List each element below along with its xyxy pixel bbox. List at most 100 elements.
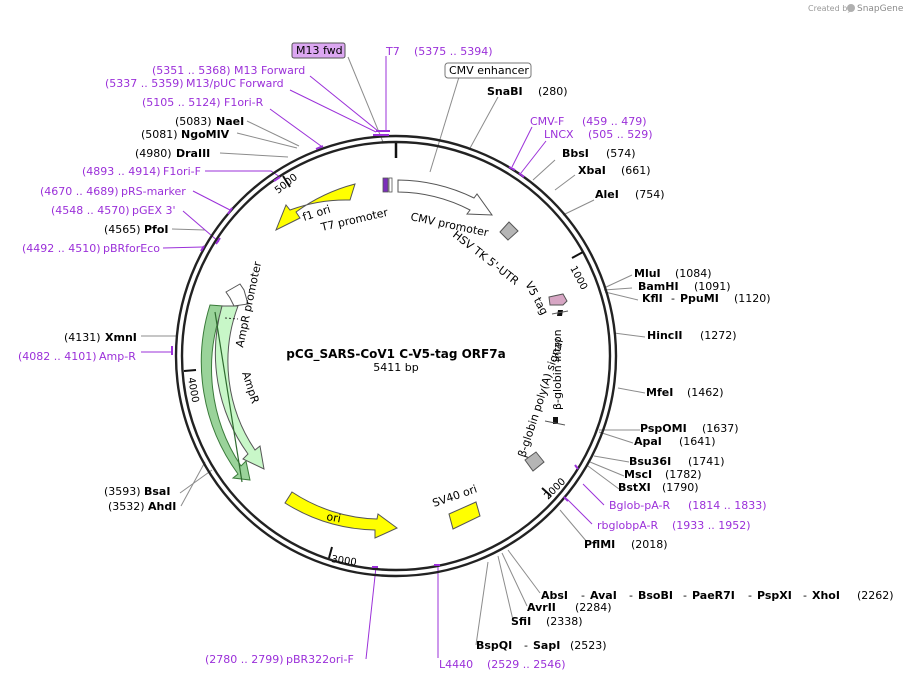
label-bglobin-intron: β-globin intron (551, 329, 564, 410)
plasmid-length: 5411 bp (373, 361, 418, 374)
enzyme-apai: ApaI (634, 435, 662, 448)
enzyme-avai: AvaI (590, 589, 617, 602)
snapgene-logo-icon (847, 4, 855, 12)
enzyme-naei: NaeI (216, 115, 244, 128)
primer-rbglobpar-pos: (1933 .. 1952) (672, 519, 751, 532)
enzyme-ahdi-pos: (3532) (108, 500, 145, 513)
enzyme-absi-sep5: - (803, 589, 807, 602)
enzyme-xbai-pos: (661) (621, 164, 651, 177)
primer-f1orir-name: F1ori-R (224, 96, 264, 109)
tick-4000: 4000 (185, 377, 200, 404)
enzyme-mfei-pos: (1462) (687, 386, 724, 399)
enzyme-sfii-pos: (2338) (546, 615, 583, 628)
enzyme-xbai: XbaI (578, 164, 606, 177)
enzyme-absi-sep1: - (581, 589, 585, 602)
enzyme-sapi: SapI (533, 639, 560, 652)
scale-ticks (183, 175, 584, 559)
enzyme-absi: AbsI (541, 589, 568, 602)
enzyme-xmni: XmnI (105, 331, 137, 344)
enzyme-bspqi-sep: - (524, 639, 528, 652)
enzyme-sfii: SfiI (511, 615, 531, 628)
enzyme-bsai-pos: (3593) (104, 485, 141, 498)
primer-bglobpar-name: Bglob-pA-R (609, 499, 671, 512)
enzyme-mfei: MfeI (646, 386, 673, 399)
primer-cmvf-pos: (459 .. 479) (582, 115, 647, 128)
primer-pbr322orif-pos: (2780 .. 2799) (205, 653, 284, 666)
enzyme-bsu36i-pos: (1741) (688, 455, 725, 468)
enzyme-absi-sep4: - (748, 589, 752, 602)
primer-l4440-name: L4440 (439, 658, 473, 671)
enzyme-absi-pos: (2262) (857, 589, 894, 602)
primer-rbglobpar-name: rbglobpA-R (597, 519, 658, 532)
intron-line (544, 420, 566, 426)
primer-marks (171, 130, 579, 568)
enzyme-bspqi: BspQI (476, 639, 512, 652)
v5-tag-line (551, 310, 569, 315)
v5-tag-block (548, 293, 568, 306)
enzyme-pspomi: PspOMI (640, 422, 687, 435)
feature-cmv-enhancer: CMV enhancer (449, 64, 529, 77)
enzyme-bamhi-pos: (1091) (694, 280, 731, 293)
primer-cmvf-name: CMV-F (530, 115, 564, 128)
enzyme-apai-pos: (1641) (679, 435, 716, 448)
ori-arrow (284, 491, 398, 539)
label-leader-lines (141, 56, 646, 646)
label-ori: ori (325, 510, 341, 525)
enzyme-kfli: KflI (642, 292, 663, 305)
enzyme-snabi: SnaBI (487, 85, 523, 98)
t7-promoter-mark (382, 177, 389, 193)
f1-ori-arrow (275, 183, 356, 232)
enzyme-pspomi-pos: (1637) (702, 422, 739, 435)
primer-t7-name: T7 (385, 45, 400, 58)
primer-pbrforeco-pos: (4492 .. 4510) (22, 242, 101, 255)
primer-prsmarker-pos: (4670 .. 4689) (40, 185, 119, 198)
enzyme-naei-pos: (5083) (175, 115, 212, 128)
m13-fwd-box (291, 42, 346, 59)
primer-f1orif-pos: (4893 .. 4914) (82, 165, 161, 178)
primer-t7-pos: (5375 .. 5394) (414, 45, 493, 58)
primer-leader-lines (141, 56, 605, 660)
primer-lncx-name: LNCX (544, 128, 574, 141)
primer-pbr322orif-name: pBR322ori-F (286, 653, 354, 666)
primer-f1orif-name: F1ori-F (163, 165, 201, 178)
enzyme-ngomiv: NgoMIV (181, 128, 230, 141)
primer-ampr-pos: (4082 .. 4101) (18, 350, 97, 363)
enzyme-absi-sep2: - (629, 589, 633, 602)
enzyme-kfli-pos: (1120) (734, 292, 771, 305)
label-v5-tag: V5 tag (522, 279, 550, 317)
intron-mark (553, 417, 558, 424)
enzyme-alei-pos: (754) (635, 188, 665, 201)
ampr-outline (200, 304, 251, 481)
primer-pgex3-pos: (4548 .. 4570) (51, 204, 130, 217)
enzyme-ppumi: PpuMI (680, 292, 719, 305)
enzyme-pfoi: PfoI (144, 223, 169, 236)
enzyme-bsai: BsaI (144, 485, 170, 498)
hsv-tk-utr-block (499, 221, 519, 241)
enzyme-ahdi: AhdI (148, 500, 176, 513)
enzyme-dralll-pos: (4980) (135, 147, 172, 160)
tick-1000: 1000 (567, 264, 589, 292)
credit-prefix: Created by (808, 4, 852, 13)
primer-pbrforeco-name: pBRforEco (103, 242, 160, 255)
label-ampr: AmpR (239, 370, 262, 406)
enzyme-ngomiv-pos: (5081) (141, 128, 178, 141)
enzyme-mlui-pos: (1084) (675, 267, 712, 280)
ampr-promoter-arrow (225, 283, 249, 307)
enzyme-dralll: DraIII (176, 147, 210, 160)
primer-m13puc-name: M13/pUC Forward (186, 77, 284, 90)
primer-prsmarker-name: pRS-marker (121, 185, 186, 198)
enzyme-bbsi-pos: (574) (606, 147, 636, 160)
primer-m13forward-pos: (5351 .. 5368) (152, 64, 231, 77)
enzyme-hincii: HincII (647, 329, 683, 342)
enzyme-msci: MscI (624, 468, 652, 481)
enzyme-bamhi: BamHI (638, 280, 679, 293)
enzyme-bsu36i: Bsu36I (629, 455, 671, 468)
enzyme-xhoi: XhoI (812, 589, 840, 602)
enzyme-mlui: MluI (634, 267, 661, 280)
primer-f1orir-pos: (5105 .. 5124) (142, 96, 221, 109)
enzyme-pflmi: PflMI (584, 538, 615, 551)
credit-brand: SnapGene (857, 4, 904, 14)
cmv-enhancer-box (444, 62, 532, 79)
enzyme-snabi-pos: (280) (538, 85, 568, 98)
primer-ampr-name: Amp-R (99, 350, 136, 363)
